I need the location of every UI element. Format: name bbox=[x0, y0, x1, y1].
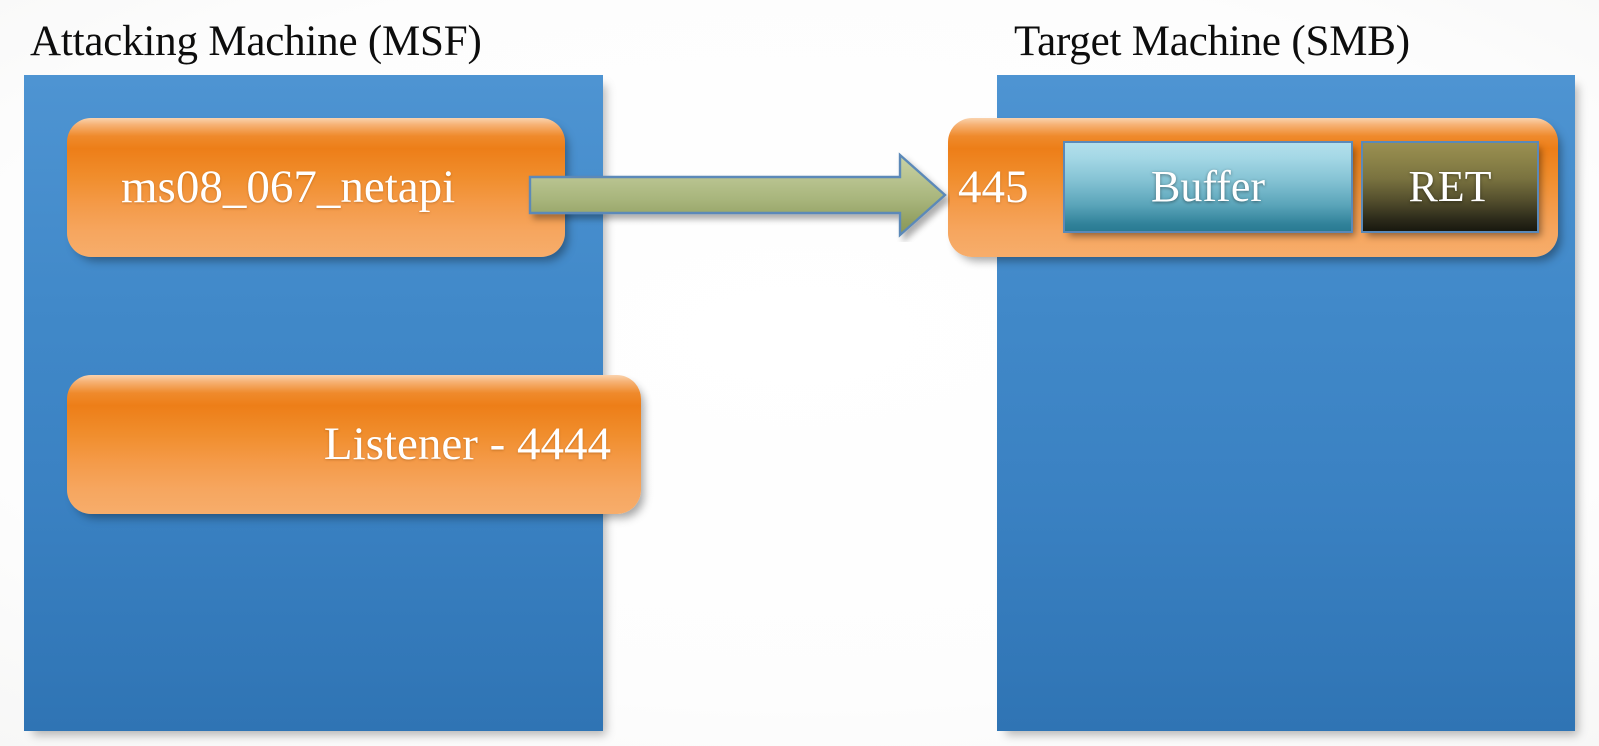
listener-box[interactable]: Listener - 4444 bbox=[67, 375, 641, 514]
target-machine-title: Target Machine (SMB) bbox=[1014, 18, 1410, 65]
attacking-machine-title: Attacking Machine (MSF) bbox=[30, 18, 482, 65]
ret-block[interactable]: RET bbox=[1361, 141, 1539, 233]
exploit-module-box[interactable]: ms08_067_netapi bbox=[67, 118, 565, 257]
listener-label: Listener - 4444 bbox=[323, 418, 611, 470]
smb-port-label: 445 bbox=[958, 161, 1029, 213]
ret-label: RET bbox=[1408, 162, 1492, 211]
buffer-block[interactable]: Buffer bbox=[1063, 141, 1353, 233]
buffer-label: Buffer bbox=[1150, 162, 1266, 211]
exploit-module-label: ms08_067_netapi bbox=[121, 161, 456, 213]
